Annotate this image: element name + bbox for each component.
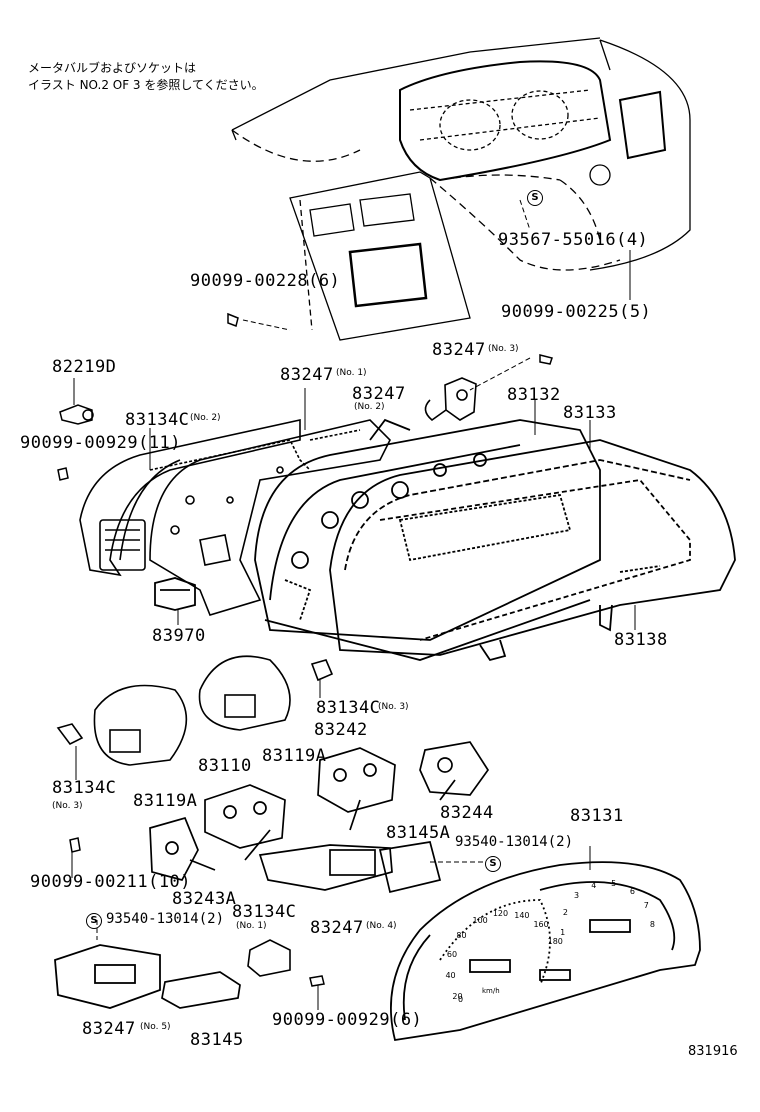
label-83243a: 83243A [172, 889, 237, 909]
label-83145: 83145 [190, 1030, 244, 1050]
label-83134c-no3-left-tag: (No. 3) [52, 801, 83, 811]
label-82219d: 82219D [52, 357, 117, 377]
label-83138: 83138 [614, 630, 668, 650]
speed-tick-80: 80 [456, 930, 467, 940]
speed-tick-140: 140 [514, 910, 530, 920]
label-83110: 83110 [198, 756, 252, 776]
label-83134c-no3-left: 83134C [52, 778, 117, 798]
label-83133: 83133 [563, 403, 617, 423]
socket-83247-no3 [424, 377, 477, 422]
label-83134c-no1-tag: (No. 1) [236, 921, 267, 931]
speed-tick-60: 60 [446, 949, 458, 959]
dashboard-outline [231, 37, 691, 341]
note-text: メータバルブおよびソケットは イラスト NO.2 OF 3 を参照してください。 [28, 60, 264, 94]
speed-unit: km/h [482, 987, 500, 995]
label-83119a-right: 83119A [262, 746, 327, 766]
tach-tick-5: 5 [611, 879, 617, 889]
speed-tick-180: 180 [547, 936, 563, 946]
part-83970 [154, 577, 196, 611]
circuit-plate [149, 419, 391, 616]
s-mark-right: S [485, 856, 501, 872]
label-83247-no3: 83247 [432, 340, 486, 360]
label-83145a: 83145A [386, 823, 451, 843]
s-mark-left: S [86, 913, 102, 929]
label-90099-00225: 90099-00225(5) [501, 302, 652, 322]
combination-meter [329, 439, 736, 662]
label-83119a-left: 83119A [133, 791, 198, 811]
part-83145 [161, 971, 241, 1009]
label-93540-13014-right: 93540-13014(2) [455, 834, 574, 850]
label-83134c-no2: 83134C [125, 410, 190, 430]
note-line-2: イラスト NO.2 OF 3 を参照してください。 [28, 78, 264, 92]
label-83132: 83132 [507, 385, 561, 405]
part-83145a [258, 841, 442, 894]
tach-tick-2: 2 [562, 908, 568, 918]
label-90099-00929-11: 90099-00929(11) [20, 433, 182, 453]
label-93567-55016: 93567-55016(4) [498, 230, 649, 250]
part-83243a [149, 816, 216, 881]
label-83134c-no1: 83134C [232, 902, 297, 922]
screws [57, 312, 553, 987]
socket-83247-no5 [54, 944, 161, 1009]
tach-tick-3: 3 [573, 891, 580, 901]
label-90099-00929-6: 90099-00929(6) [272, 1010, 423, 1030]
dial-face-83131 [390, 861, 701, 1042]
label-90099-00228: 90099-00228(6) [190, 271, 341, 291]
label-83247-no3-tag: (No. 3) [488, 344, 519, 354]
label-83247-no5: 83247 [82, 1019, 136, 1039]
meter-housing [254, 418, 601, 661]
speed-tick-20: 20 [452, 991, 463, 1001]
diagram-id: 831916 [688, 1044, 738, 1059]
part-83242 [317, 747, 396, 831]
label-90099-00211: 90099-00211(10) [30, 872, 192, 892]
label-83247-no1-tag: (No. 1) [336, 368, 367, 378]
tach-tick-6: 6 [629, 886, 635, 896]
label-83134c-no3-right-tag: (No. 3) [378, 702, 409, 712]
tach-tick-8: 8 [649, 920, 655, 930]
speed-tick-160: 160 [533, 920, 549, 930]
label-83134c-no3-right: 83134C [316, 698, 381, 718]
clip-83134c-no3 [56, 659, 334, 977]
speed-tick-100: 100 [472, 916, 488, 926]
s-mark-top: S [527, 190, 543, 206]
label-83247-no4: 83247 [310, 918, 364, 938]
tach-tick-7: 7 [643, 901, 649, 911]
label-83244: 83244 [440, 803, 494, 823]
part-83244 [419, 741, 490, 801]
label-83134c-no2-tag: (No. 2) [190, 413, 221, 423]
speed-tick-40: 40 [445, 971, 456, 981]
label-83247-no2-tag: (No. 2) [354, 402, 385, 412]
wire-harness-83119a [93, 655, 291, 766]
part-83110 [204, 784, 286, 861]
label-83247-no5-tag: (No. 5) [140, 1022, 171, 1032]
speed-zero: 0 [458, 995, 464, 1004]
label-83247-no2: 83247 [352, 384, 406, 404]
label-83970: 83970 [152, 626, 206, 646]
speed-tick-120: 120 [492, 909, 509, 919]
tach-tick-4: 4 [591, 881, 597, 891]
label-83247-no4-tag: (No. 4) [366, 921, 397, 931]
label-83131: 83131 [570, 806, 624, 826]
label-93540-13014-left: 93540-13014(2) [106, 911, 225, 927]
label-83242: 83242 [314, 720, 368, 740]
tach-tick-1: 1 [560, 927, 566, 937]
bulb-82219d [59, 404, 94, 425]
label-83247-no1: 83247 [280, 365, 334, 385]
note-line-1: メータバルブおよびソケットは [28, 61, 197, 75]
